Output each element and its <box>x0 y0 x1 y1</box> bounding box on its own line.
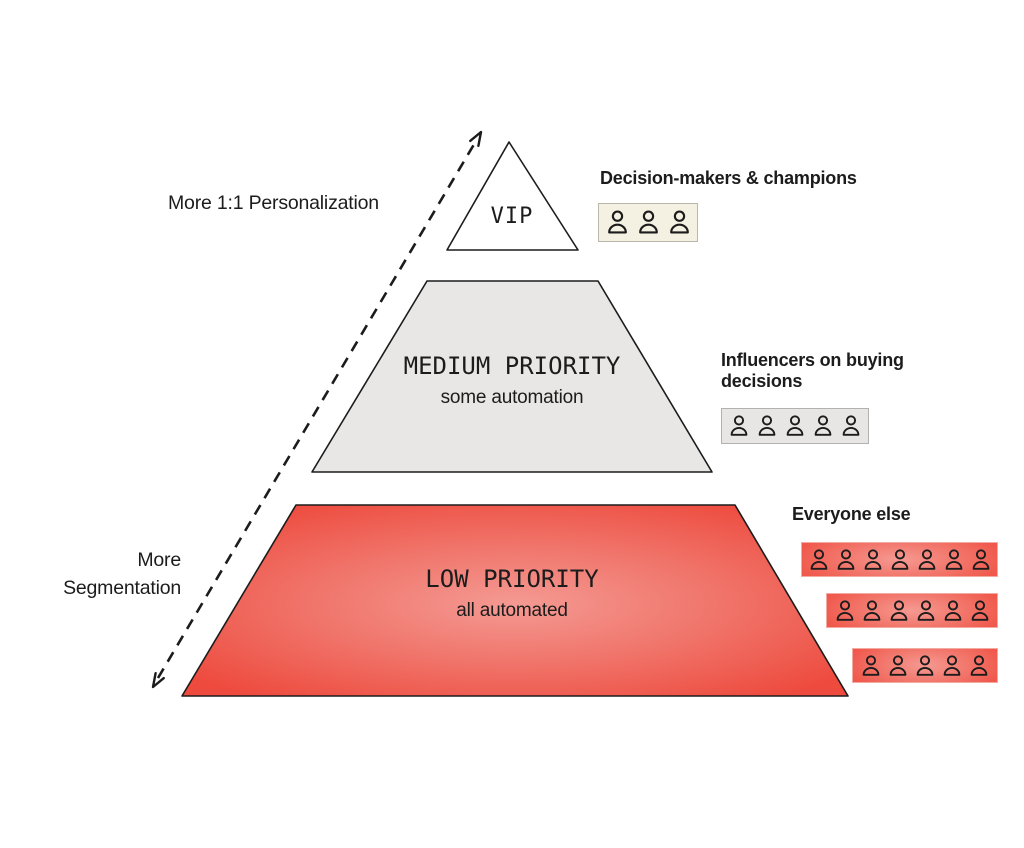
person-icon <box>971 599 988 621</box>
personalization-segmentation-axis-arrow <box>151 130 483 689</box>
tier-low-subtitle: all automated <box>456 600 568 621</box>
tier-medium-subtitle: some automation <box>440 387 584 408</box>
legend-low-people-row-2 <box>826 593 998 628</box>
axis-dashed-line <box>156 140 478 679</box>
person-icon <box>837 548 854 570</box>
tier-vip-label: VIP <box>452 206 572 228</box>
person-icon <box>944 599 961 621</box>
person-icon <box>917 599 934 621</box>
legend-vip-people-box <box>598 203 698 242</box>
person-icon <box>890 599 907 621</box>
person-icon <box>970 654 988 676</box>
person-icon <box>669 210 689 234</box>
person-icon <box>730 415 748 436</box>
person-icon <box>889 654 907 676</box>
person-icon <box>810 548 827 570</box>
legend-medium-label: Influencers on buying decisions <box>721 350 904 391</box>
tier-vip-shape <box>446 141 579 251</box>
person-icon <box>638 210 658 234</box>
axis-label-personalization: More 1:1 Personalization <box>168 192 379 214</box>
person-icon <box>607 210 627 234</box>
person-icon <box>918 548 935 570</box>
person-icon <box>842 415 860 436</box>
legend-vip-label: Decision-makers & champions <box>600 168 857 188</box>
person-icon <box>972 548 989 570</box>
person-icon <box>758 415 776 436</box>
person-icon <box>836 599 853 621</box>
arrowhead-down-icon <box>151 672 166 689</box>
person-icon <box>916 654 934 676</box>
person-icon <box>943 654 961 676</box>
tier-low-label: LOW PRIORITY all automated <box>362 567 662 620</box>
person-icon <box>862 654 880 676</box>
person-icon <box>945 548 962 570</box>
legend-low-people-row-3 <box>852 648 998 683</box>
tier-medium-shape <box>311 280 713 473</box>
legend-low-people-row-1 <box>801 542 998 577</box>
tier-vip-title: VIP <box>490 204 534 229</box>
person-icon <box>786 415 804 436</box>
axis-label-segmentation: More Segmentation <box>63 549 181 600</box>
legend-low-label: Everyone else <box>792 504 911 524</box>
person-icon <box>864 548 881 570</box>
person-icon <box>814 415 832 436</box>
tier-medium-title: MEDIUM PRIORITY <box>403 352 621 380</box>
person-icon <box>891 548 908 570</box>
person-icon <box>863 599 880 621</box>
tier-low-shape <box>181 504 849 697</box>
legend-medium-people-box <box>721 408 869 444</box>
tier-medium-label: MEDIUM PRIORITY some automation <box>362 354 662 407</box>
arrowhead-up-icon <box>469 130 483 148</box>
tier-low-title: LOW PRIORITY <box>425 565 599 593</box>
